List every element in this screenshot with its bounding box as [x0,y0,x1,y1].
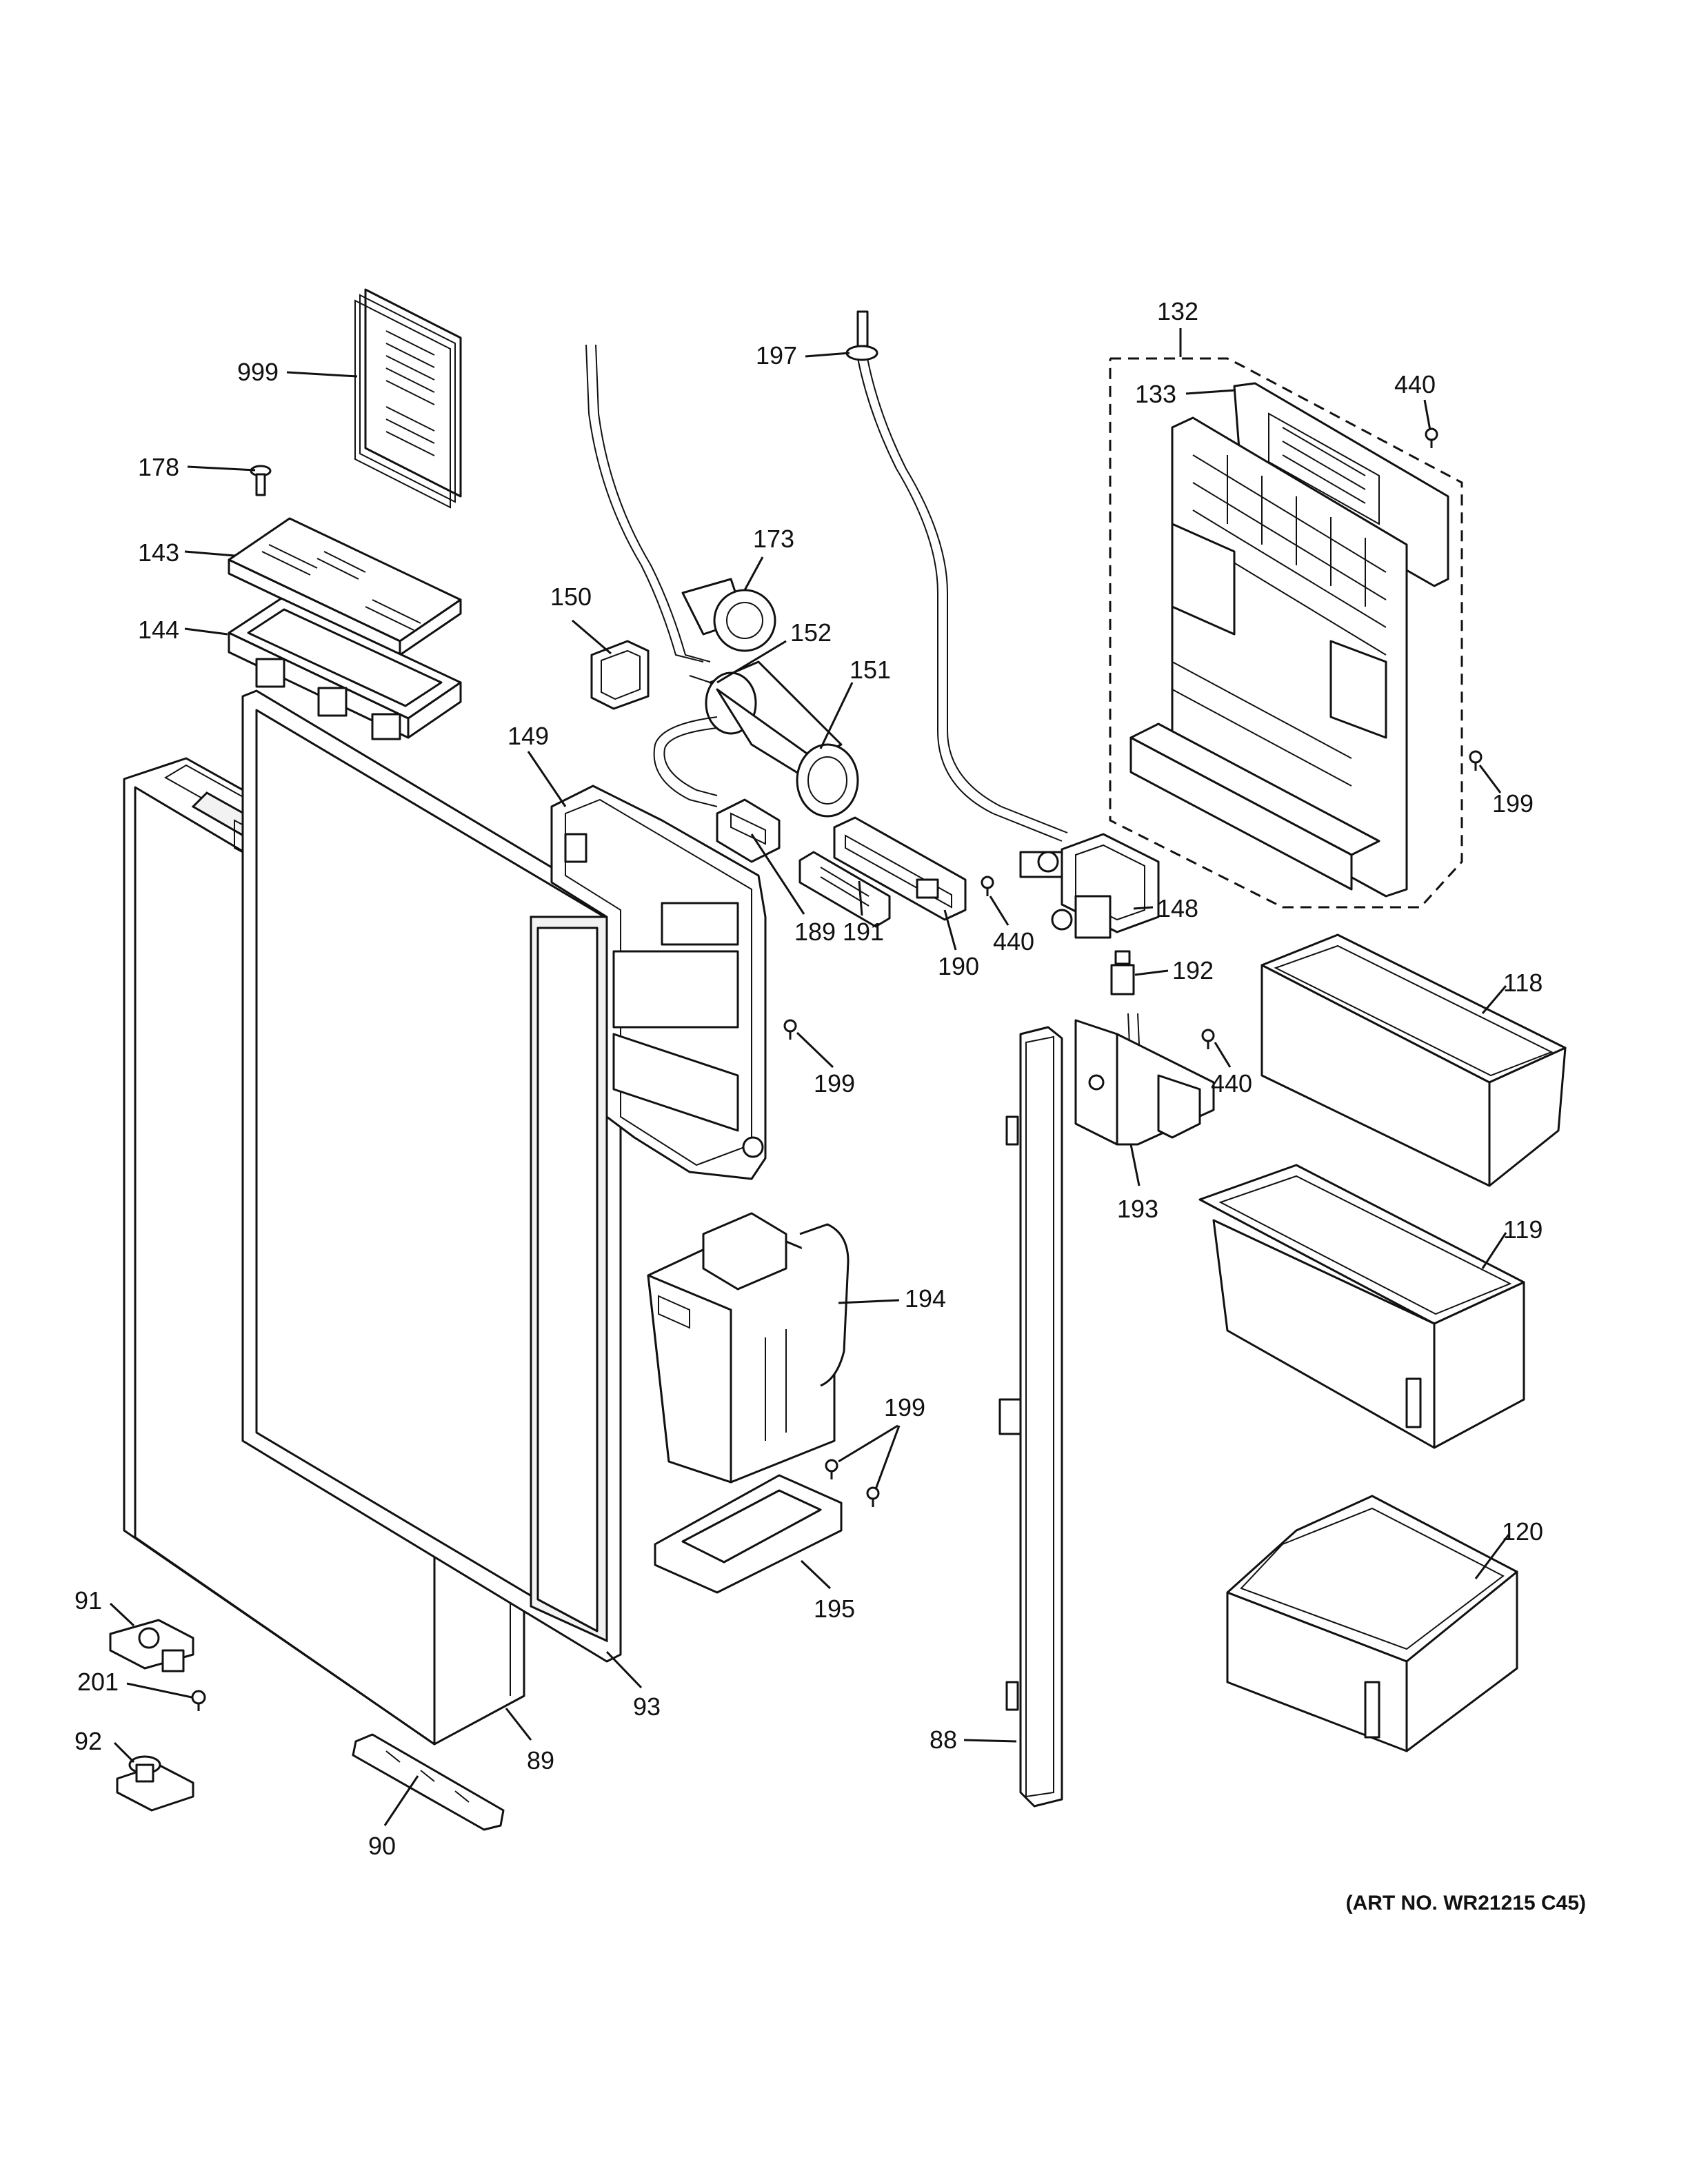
callout-120: 120 [1502,1517,1543,1546]
part-92-hinge [116,1755,194,1812]
callout-199: 199 [814,1069,855,1098]
callout-192: 192 [1172,956,1214,984]
part-194-pitcher [647,1212,850,1484]
part-144-control-housing [228,597,462,740]
callout-999: 999 [237,358,279,386]
part-173-filter-cap [681,578,776,652]
part-90-trim [352,1733,505,1831]
callout-119: 119 [1503,1215,1543,1244]
leader-lines [109,328,1510,1826]
part-149-dispenser-housing [550,785,767,1180]
part-197-water-tube [845,310,1068,842]
callout-193: 193 [1117,1195,1158,1223]
part-201-screw [191,1690,206,1711]
screw-199-d [866,1486,880,1507]
part-178-screw [250,465,272,496]
callout-190: 190 [938,952,979,980]
part-192-fitting [1110,950,1135,995]
water-tubing [585,344,718,807]
screw-440-a [981,876,994,896]
callout-91: 91 [74,1586,102,1615]
callout-90: 90 [368,1832,396,1860]
callout-197: 197 [756,341,797,370]
callout-152: 152 [790,618,832,647]
callout-88: 88 [930,1726,957,1754]
callout-195: 195 [814,1595,855,1623]
callout-191: 191 [843,918,884,946]
callout-149: 149 [508,722,549,750]
part-120-door-bin [1226,1495,1518,1752]
callout-440: 440 [1211,1069,1252,1098]
callout-labels: 999 178 143 144 150 173 152 151 197 132 … [74,297,1543,1860]
callout-148: 148 [1157,894,1198,922]
part-151-water-filter [689,660,859,818]
callout-440: 440 [993,927,1034,956]
part-193-bracket [1074,1013,1215,1146]
art-number: (ART NO. WR21215 C45) [1346,1892,1586,1914]
callout-194: 194 [905,1284,946,1313]
callout-89: 89 [527,1746,554,1775]
callout-199: 199 [884,1393,925,1422]
callout-93: 93 [633,1692,661,1721]
part-195-tray [654,1474,843,1594]
callout-118: 118 [1503,969,1543,997]
part-150-clip [590,640,650,710]
callout-132: 132 [1157,297,1198,325]
part-189-bracket [716,798,781,863]
callout-201: 201 [77,1668,119,1696]
part-132-bracket-group [1109,357,1463,909]
screw-440-c [1201,1029,1215,1049]
screw-199-c [825,1459,838,1479]
part-148-water-valve [1019,833,1160,939]
callout-199: 199 [1492,789,1534,818]
part-93-gasket [241,689,622,1663]
callout-143: 143 [138,538,179,567]
callout-150: 150 [550,583,592,611]
callout-133: 133 [1135,380,1176,408]
callout-440: 440 [1394,370,1436,398]
part-119-door-bin [1198,1164,1525,1449]
screw-440-b [1425,427,1438,448]
part-143-control-panel [228,517,462,656]
callout-92: 92 [74,1727,102,1755]
callout-178: 178 [138,453,179,481]
callout-144: 144 [138,616,179,644]
part-91-hinge [109,1619,194,1672]
part-118-door-bin [1260,933,1567,1187]
part-190-housing [833,816,967,921]
screw-199-a [1469,750,1483,771]
part-999-literature [354,288,462,509]
part-88-trim [998,1026,1063,1808]
callout-151: 151 [850,656,891,684]
screw-199-b [783,1019,797,1040]
callout-173: 173 [753,525,794,553]
callout-189: 189 [794,918,836,946]
part-133-ice-door-assembly [1129,382,1449,898]
